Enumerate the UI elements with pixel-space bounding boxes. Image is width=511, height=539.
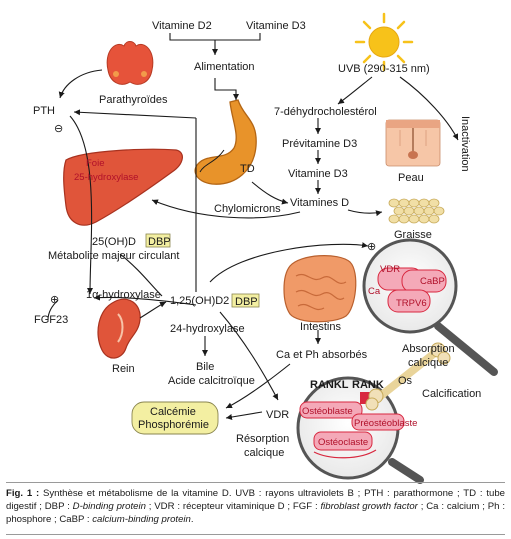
- dietary-bracket: [169, 33, 261, 41]
- label-osteoblaste: Ostéoblaste: [302, 406, 353, 417]
- label-25-hydroxylase: 25-hydroxylase: [74, 172, 138, 183]
- label-calcemie: Calcémie: [150, 406, 196, 418]
- label-rank: RANK: [352, 379, 384, 391]
- label-alimentation: Alimentation: [194, 61, 255, 73]
- caption-rule-top: [6, 482, 505, 483]
- label-phosphoremie: Phosphorémie: [138, 419, 209, 431]
- label-acide-calcitroique: Acide calcitroïque: [168, 375, 255, 387]
- label-peau: Peau: [398, 172, 424, 184]
- label-inactivation: Inactivation: [459, 116, 471, 172]
- label-125ohd2: 1,25(OH)D2: [170, 295, 229, 307]
- label-trpv6: TRPV6: [396, 298, 427, 309]
- label-os: Os: [398, 375, 413, 387]
- bone-icon: [365, 342, 451, 411]
- label-minus-1: ⊖: [54, 123, 63, 135]
- label-chylomicrons: Chylomicrons: [214, 203, 281, 215]
- label-absorption-calcique: calcique: [408, 357, 448, 369]
- label-vdr-cell: VDR: [380, 264, 400, 275]
- label-dbp-1: DBP: [148, 236, 171, 248]
- label-graisse: Graisse: [394, 229, 432, 241]
- liver-icon: [63, 148, 183, 226]
- label-previtamine: Prévitamine D3: [282, 138, 357, 150]
- caption-text-3: ; Ca : calcium ; Ph : phosphore ; CaBP :: [6, 501, 505, 525]
- label-ca-ph: Ca et Ph absorbés: [276, 349, 368, 361]
- label-ca-cell: Ca: [368, 286, 381, 297]
- label-plus-fgf: ⊕: [50, 294, 59, 306]
- label-dehydrocholesterol: 7-déhydrocholestérol: [274, 106, 377, 118]
- label-parathyroides: Parathyroïdes: [99, 94, 168, 106]
- label-calcification: Calcification: [422, 388, 481, 400]
- label-resorption: Résorption: [236, 433, 289, 445]
- caption-text-2: ; VDR : récepteur vitaminique D ; FGF :: [145, 501, 321, 512]
- calcemie-box: [131, 401, 219, 435]
- label-bile: Bile: [196, 361, 214, 373]
- label-vit-d3: Vitamine D3: [246, 20, 306, 32]
- label-osteoclaste: Ostéoclaste: [318, 437, 368, 448]
- magnifier-cell: [362, 238, 498, 376]
- label-alpha-hydroxylase: 1α-hydroxylase: [86, 289, 161, 301]
- label-25ohd: 25(OH)D: [92, 236, 136, 248]
- caption-cabp: calcium-binding protein: [92, 514, 191, 525]
- vitamin-d-diagram: Vitamine D2 Vitamine D3 Alimentation UVB…: [33, 12, 498, 484]
- caption-rule-bottom: [6, 534, 505, 535]
- label-vdr-bottom: VDR: [266, 409, 289, 421]
- label-rankl: RANKL: [310, 379, 349, 391]
- dbp-box-2: [231, 293, 260, 308]
- pathway-arrows: [47, 69, 459, 420]
- label-td: TD: [240, 163, 255, 175]
- fat-icon: [388, 198, 445, 224]
- label-rein: Rein: [112, 363, 135, 375]
- caption-fgf: fibroblast growth factor: [320, 501, 418, 512]
- caption-text-1: Synthèse et métabolisme de la vitamine D…: [6, 488, 505, 512]
- intestines-icon: [283, 255, 357, 323]
- caption-dbp: D-binding protein: [72, 501, 146, 512]
- kidney-icon: [97, 298, 141, 359]
- label-resorption-calcique: calcique: [244, 447, 284, 459]
- label-metabolite: Métabolite majeur circulant: [48, 250, 179, 262]
- label-absorption: Absorption: [402, 343, 455, 355]
- alimentation-to-stomach-arrow: [214, 78, 239, 100]
- dbp-box-1: [145, 233, 171, 248]
- label-pth: PTH: [33, 105, 55, 117]
- caption-text-4: .: [190, 514, 194, 525]
- parathyroid-icon: [106, 41, 154, 85]
- figure-caption: Fig. 1 : Synthèse et métabolisme de la v…: [6, 487, 505, 526]
- label-plus-intestin: ⊕: [367, 241, 376, 253]
- label-24-hydroxylase: 24-hydroxylase: [170, 323, 245, 335]
- skin-icon: [385, 119, 441, 167]
- label-dbp-2: DBP: [235, 296, 258, 308]
- magnifier-bone: [296, 376, 424, 484]
- label-foie: Foie: [86, 158, 104, 169]
- label-uvb: UVB (290-315 nm): [338, 63, 430, 75]
- label-cabp: CaBP: [420, 276, 445, 287]
- label-fgf23: FGF23: [34, 314, 68, 326]
- label-preosteoblaste: Préostéoblaste: [354, 418, 417, 429]
- sun-icon: [354, 12, 414, 72]
- label-vitamines-d: Vitamines D: [290, 197, 349, 209]
- label-intestins: Intestins: [300, 321, 341, 333]
- caption-fig-label: Fig. 1 :: [6, 488, 40, 499]
- label-vitamine-d3: Vitamine D3: [288, 168, 348, 180]
- label-vit-d2: Vitamine D2: [152, 20, 212, 32]
